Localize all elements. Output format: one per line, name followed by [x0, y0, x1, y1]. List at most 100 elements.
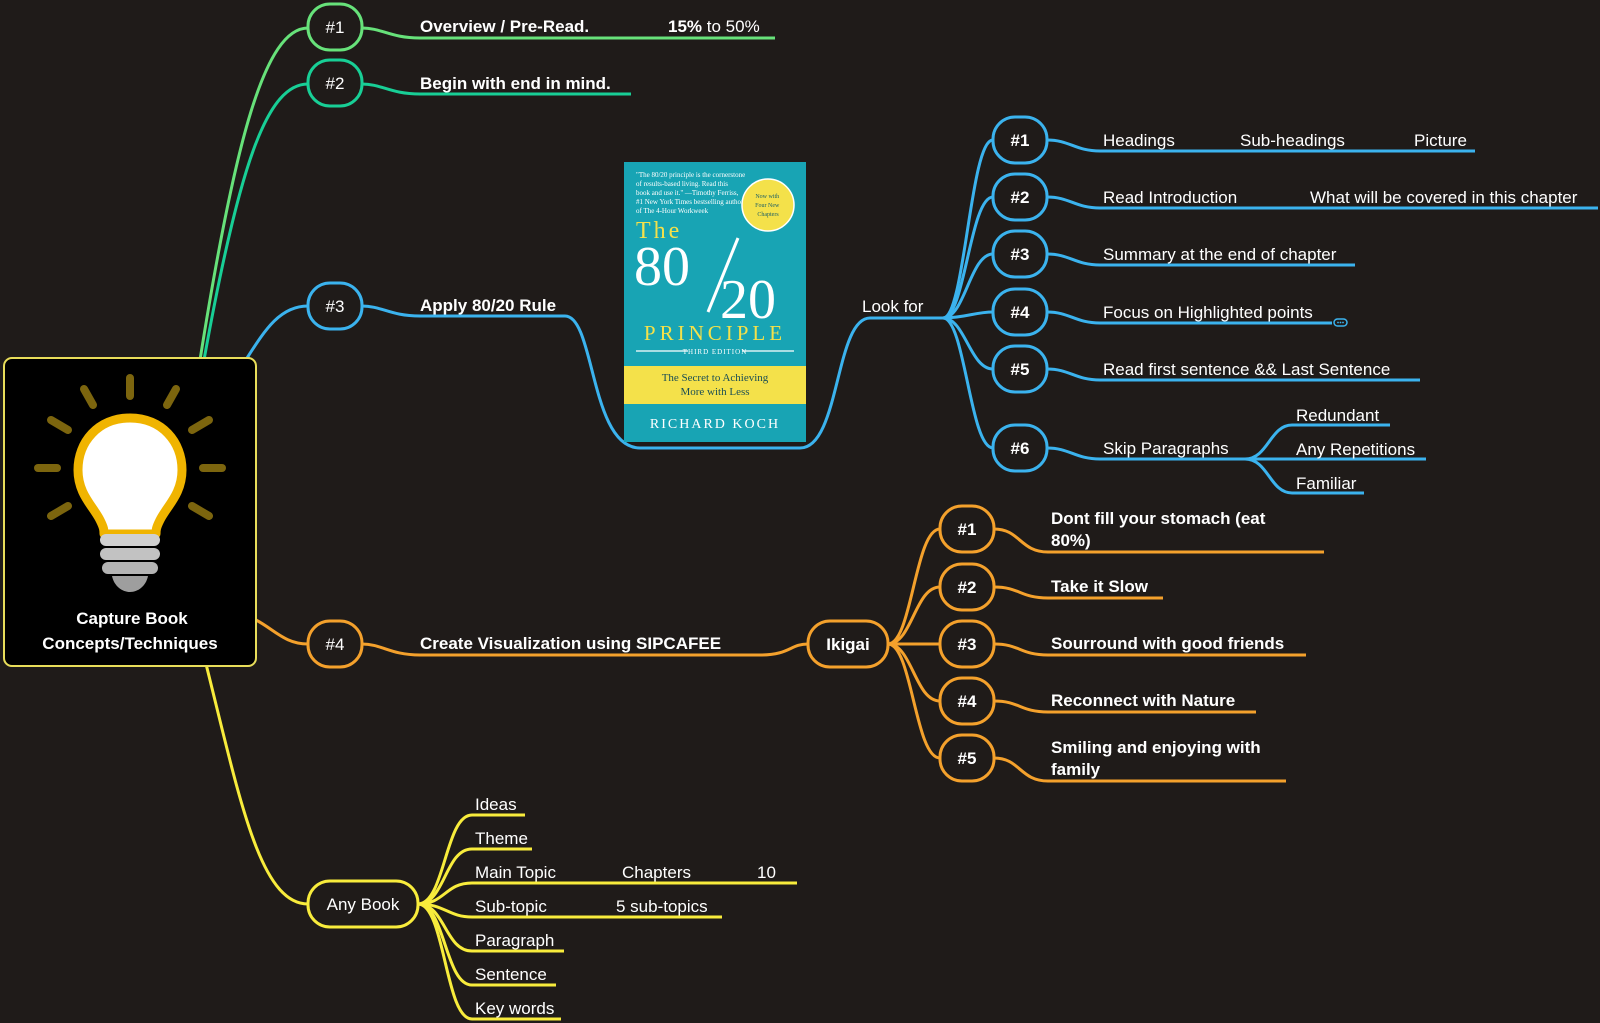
- lookfor-item1-tag[interactable]: [991, 115, 1049, 165]
- connector-branch4: [254, 618, 310, 646]
- any-book-item-paragraph[interactable]: Paragraph: [475, 931, 554, 950]
- branch2-tag[interactable]: [306, 58, 364, 108]
- ikigai-item1-line2[interactable]: 80%): [1051, 531, 1091, 550]
- look-for-label[interactable]: Look for: [862, 297, 924, 316]
- ikigai-label: Ikigai: [826, 635, 869, 654]
- lookfor-item2-tag[interactable]: [991, 172, 1049, 222]
- lookfor-item3-tag[interactable]: [991, 229, 1049, 279]
- any-book-item-key-words[interactable]: Key words: [475, 999, 554, 1018]
- look-for-connectors: [942, 138, 994, 450]
- main-topic-count: 10: [757, 863, 776, 882]
- branch3-label[interactable]: Apply 80/20 Rule: [420, 296, 556, 315]
- branch-2: #2 Begin with end in mind.: [306, 58, 631, 108]
- any-book-item-ideas[interactable]: Ideas: [475, 795, 517, 814]
- collapsed-more-dot: [1342, 321, 1344, 324]
- any-book-connectors: [417, 813, 797, 1021]
- connector-branch3: [245, 304, 310, 360]
- book-seal: [741, 178, 795, 232]
- collapsed-more-dot: [1339, 321, 1342, 324]
- lookfor-item4-label[interactable]: Focus on Highlighted points: [1103, 303, 1313, 322]
- any-book-item-theme[interactable]: Theme: [475, 829, 528, 848]
- book-eighty: 80: [634, 236, 690, 298]
- ikigai-item1-tag-label: #1: [958, 520, 977, 539]
- branch4-tag[interactable]: [306, 619, 364, 669]
- ikigai-item2-label[interactable]: Take it Slow: [1051, 577, 1149, 596]
- root-title-line2: Concepts/Techniques: [42, 634, 217, 653]
- ikigai-item4-underline: [993, 699, 1256, 714]
- lookfor-item5-tag-label: #5: [1011, 360, 1030, 379]
- skip-paragraphs-children-lines: [1244, 423, 1426, 495]
- main-topic-chapters: Chapters: [622, 863, 691, 882]
- lookfor-item5-label[interactable]: Read first sentence && Last Sentence: [1103, 360, 1390, 379]
- ikigai-item2-tag-label: #2: [958, 578, 977, 597]
- branch1-label[interactable]: Overview / Pre-Read.: [420, 17, 589, 36]
- lightbulb-icon: [34, 374, 226, 592]
- ikigai-item3-underline: [993, 642, 1306, 657]
- ikigai-item2-tag[interactable]: [938, 562, 996, 612]
- ikigai-item5-line2[interactable]: family: [1051, 760, 1101, 779]
- book-edition: Third Edition: [683, 348, 748, 356]
- lookfor-item1-extra1: Sub-headings: [1240, 131, 1345, 150]
- ikigai-item1-tag[interactable]: [938, 504, 996, 554]
- ikigai-item5-tag-label: #5: [958, 749, 977, 768]
- branch2-label[interactable]: Begin with end in mind.: [420, 74, 611, 93]
- lookfor-item4-tag-label: #4: [1011, 303, 1030, 322]
- branch3-tag-label: #3: [326, 297, 345, 316]
- book-subtitle-band: [624, 366, 806, 404]
- lookfor-item1-tag-label: #1: [1011, 131, 1030, 150]
- branch-3: #3 Apply 80/20 Rule "The 80/20 principle…: [306, 115, 1598, 495]
- lookfor-item3-underline: [1046, 252, 1355, 267]
- any-book-item-sub-topic[interactable]: Sub-topic: [475, 897, 547, 916]
- book-author: Richard Koch: [650, 417, 780, 432]
- branch4-main-line: [361, 642, 809, 657]
- lookfor-item1-underline: [1046, 138, 1475, 153]
- root-node[interactable]: Capture Book Concepts/Techniques: [3, 357, 257, 667]
- branch3-tag[interactable]: [306, 281, 364, 331]
- book-the: The: [636, 218, 682, 244]
- book-seal-text: Now with Four New Chapters: [755, 194, 781, 218]
- lookfor-item6-label[interactable]: Skip Paragraphs: [1103, 439, 1229, 458]
- branch2-tag-label: #2: [326, 74, 345, 93]
- lookfor-item2-label[interactable]: Read Introduction: [1103, 188, 1237, 207]
- ikigai-item1-line1[interactable]: Dont fill your stomach (eat: [1051, 509, 1266, 528]
- ikigai-item5-line1[interactable]: Smiling and enjoying with: [1051, 738, 1261, 757]
- branch1-underline: [361, 26, 775, 40]
- ikigai-connectors: [887, 527, 941, 760]
- ikigai-item2-underline: [993, 585, 1163, 600]
- ikigai-item3-tag[interactable]: [938, 619, 996, 669]
- ikigai-item5-tag[interactable]: [938, 733, 996, 783]
- any-book-node[interactable]: [306, 879, 420, 929]
- lookfor-item5-underline: [1046, 367, 1420, 382]
- book-subtitle-1: The Secret to Achieving: [662, 372, 769, 384]
- lookfor-item1-label[interactable]: Headings: [1103, 131, 1175, 150]
- root-title-line1: Capture Book: [76, 609, 188, 628]
- book-slash: [706, 237, 740, 313]
- branch1-tag[interactable]: [306, 2, 364, 52]
- collapsed-more-dot: [1337, 321, 1339, 324]
- book-subtitle-2: More with Less: [680, 386, 749, 398]
- skip-child-familiar[interactable]: Familiar: [1296, 474, 1357, 493]
- collapsed-more-icon[interactable]: [1333, 318, 1348, 327]
- lookfor-item6-underline: [1046, 446, 1245, 461]
- any-book-item-main-topic[interactable]: Main Topic: [475, 863, 556, 882]
- any-book-item-sentence[interactable]: Sentence: [475, 965, 547, 984]
- lookfor-item3-label[interactable]: Summary at the end of chapter: [1103, 245, 1337, 264]
- lookfor-item6-tag[interactable]: [991, 423, 1049, 473]
- branch1-percent: 15% to 50%: [668, 17, 760, 36]
- lookfor-item2-underline: [1046, 195, 1598, 210]
- lookfor-item5-tag[interactable]: [991, 344, 1049, 394]
- book-principle: Principle: [644, 321, 786, 345]
- ikigai-item3-label[interactable]: Sourround with good friends: [1051, 634, 1284, 653]
- skip-child-repetitions[interactable]: Any Repetitions: [1296, 440, 1415, 459]
- any-book-label: Any Book: [327, 895, 400, 914]
- lookfor-item2-tag-label: #2: [1011, 188, 1030, 207]
- branch-4: #4 Create Visualization using SIPCAFEE I…: [306, 504, 1324, 783]
- lookfor-item4-tag[interactable]: [991, 287, 1049, 337]
- skip-child-redundant[interactable]: Redundant: [1296, 406, 1379, 425]
- ikigai-item4-label[interactable]: Reconnect with Nature: [1051, 691, 1235, 710]
- branch3-main-line: [361, 304, 943, 450]
- branch4-label[interactable]: Create Visualization using SIPCAFEE: [420, 634, 721, 653]
- lookfor-item6-tag-label: #6: [1011, 439, 1030, 458]
- ikigai-item4-tag[interactable]: [938, 676, 996, 726]
